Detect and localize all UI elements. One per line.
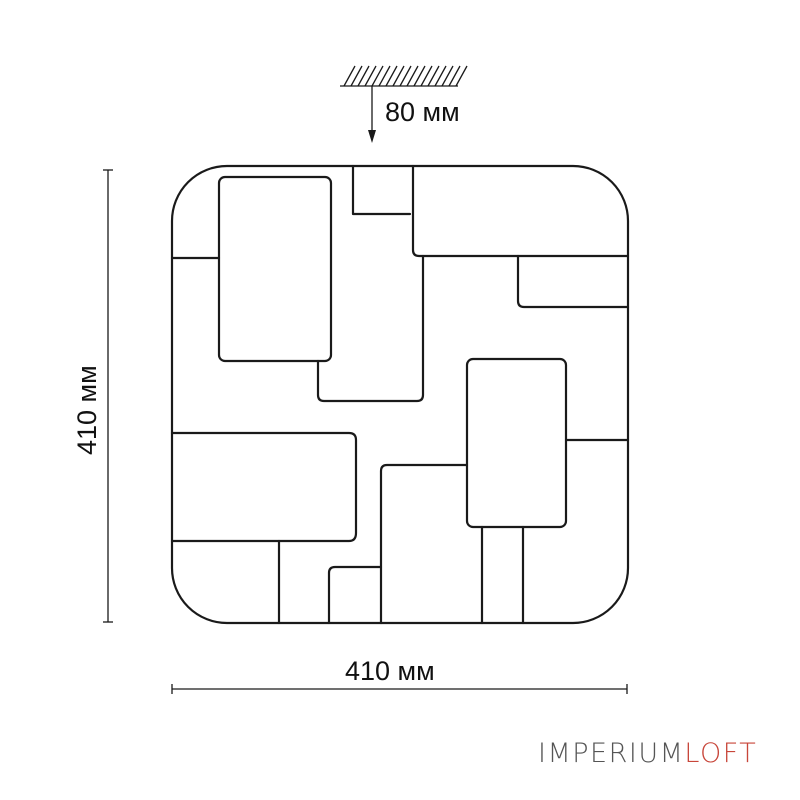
panel-top-center	[351, 164, 412, 216]
hatch-line	[371, 65, 384, 87]
panel-right-middle	[465, 357, 568, 529]
width-dimension	[171, 684, 628, 694]
panel-bottom-small	[327, 565, 383, 625]
panel-center	[316, 254, 425, 403]
width-label: 410 мм	[345, 656, 435, 686]
arrow-down-icon	[368, 86, 376, 143]
height-dimension	[103, 169, 113, 623]
ceiling-hatch-icon	[340, 65, 468, 87]
hatch-line	[427, 65, 440, 87]
panel-top-right	[411, 164, 630, 258]
lamp-outer-frame	[170, 164, 630, 625]
hatch-line	[357, 65, 370, 87]
hatch-line	[385, 65, 398, 87]
brand-part1: IMPERIUM	[538, 738, 684, 769]
mount-height-label: 80 мм	[385, 97, 460, 127]
hatch-line	[448, 65, 461, 87]
hatch-line	[392, 65, 405, 87]
hatch-line	[343, 65, 356, 87]
panel-right-step	[516, 254, 630, 309]
hatch-line	[406, 65, 419, 87]
hatch-line	[441, 65, 454, 87]
panel-left-middle	[170, 431, 358, 543]
lamp-body	[170, 164, 630, 625]
brand-logo: IMPERIUMLOFT	[538, 738, 757, 769]
panel-top-left	[217, 175, 333, 363]
hatch-line	[420, 65, 433, 87]
height-label: 410 мм	[72, 365, 102, 455]
hatch-line	[434, 65, 447, 87]
hatch-line	[378, 65, 391, 87]
brand-part2: LOFT	[684, 738, 757, 769]
hatch-line	[455, 65, 468, 87]
panel-bottom-center	[379, 463, 469, 625]
hatch-line	[364, 65, 377, 87]
hatch-line	[413, 65, 426, 87]
hatch-line	[399, 65, 412, 87]
hatch-line	[350, 65, 363, 87]
